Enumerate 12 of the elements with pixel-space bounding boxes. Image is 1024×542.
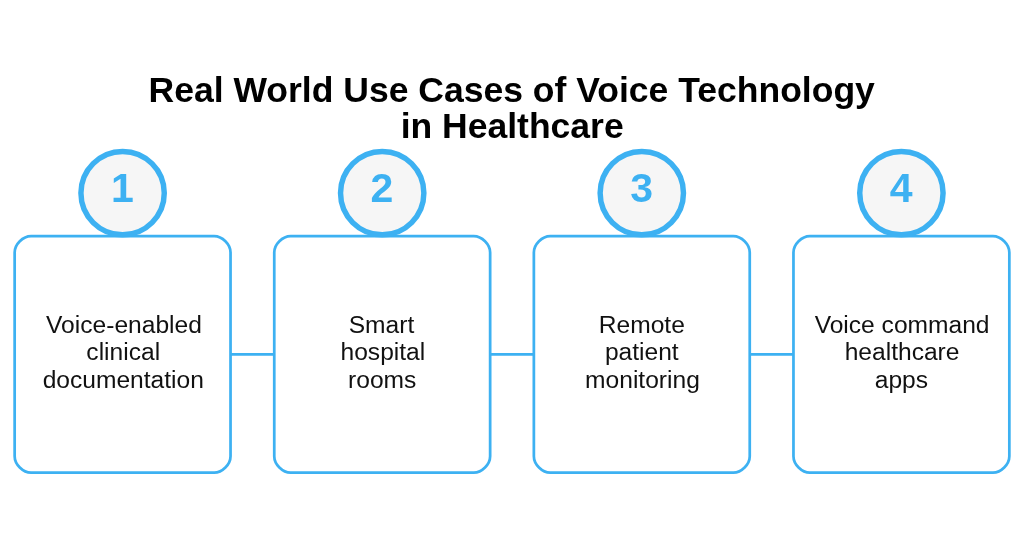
node-circle: 3 — [597, 148, 687, 238]
node-circle: 1 — [78, 148, 167, 238]
node-box: Remote patient monitoring — [532, 234, 752, 474]
connector — [490, 353, 534, 356]
node-box: Smart hospital rooms — [272, 234, 492, 474]
node-circle: 2 — [337, 148, 427, 238]
node-circle: 4 — [857, 148, 946, 238]
connector — [749, 353, 794, 356]
node-box: Voice-enabled clinical documentation — [13, 234, 232, 474]
diagram-title: Real World Use Cases of Voice Technology in Healthcare — [148, 69, 875, 146]
node-box: Voice command healthcare apps — [792, 234, 1011, 474]
connector — [230, 353, 275, 356]
